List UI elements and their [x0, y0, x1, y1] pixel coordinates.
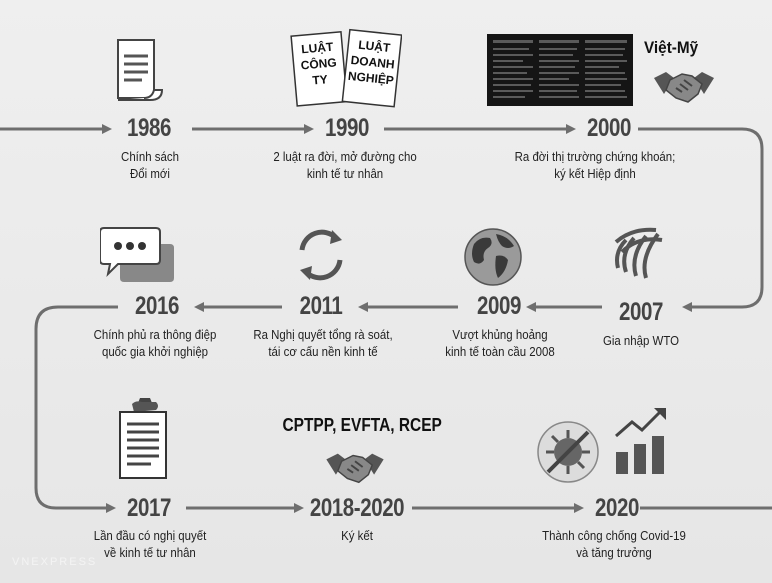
caption-line: kinh tế toàn cầu 2008 — [445, 344, 555, 359]
virus-icon — [537, 421, 599, 483]
law-label: LUẬT — [358, 37, 392, 55]
year-1986: 1986 — [127, 114, 171, 142]
year-2000: 2000 — [587, 114, 631, 142]
growth-chart-icon — [615, 408, 666, 474]
caption-1986: Chính sách Đổi mới — [88, 148, 211, 182]
year-2009: 2009 — [477, 292, 521, 320]
caption-line: và tăng trưởng — [576, 545, 652, 560]
caption-line: Thành công chống Covid-19 — [542, 528, 686, 543]
trade-deals-label: CPTPP, EVFTA, RCEP — [282, 415, 442, 435]
year-2020: 2020 — [595, 494, 639, 522]
caption-2011: Ra Nghị quyết tổng rà soát, tái cơ cấu n… — [239, 326, 406, 360]
law-books-icon: LUẬT CÔNG TY LUẬT DOANH NGHIỆP — [290, 28, 402, 108]
caption-1990: 2 luật ra đời, mở đường cho kinh tế tư n… — [257, 148, 433, 182]
stock-board-icon — [487, 34, 633, 106]
caption-line: Đổi mới — [130, 166, 170, 181]
caption-line: về kinh tế tư nhân — [104, 545, 196, 560]
caption-line: Ra đời thị trường chứng khoán; — [514, 149, 676, 164]
document-icon — [117, 39, 164, 101]
caption-2007: Gia nhập WTO — [584, 332, 698, 349]
year-2016: 2016 — [135, 292, 179, 320]
handshake-icon — [654, 72, 714, 103]
caption-line: Ký kết — [341, 528, 373, 543]
caption-line: Chính sách — [121, 149, 179, 164]
viet-my-label: Việt-Mỹ — [644, 38, 699, 57]
law-label: DOANH — [350, 53, 395, 72]
resolution-paper-icon — [119, 398, 167, 479]
caption-line: ký kết Hiệp định — [554, 166, 636, 181]
caption-line: Vượt khủng hoảng — [452, 327, 548, 342]
caption-line: 2 luật ra đời, mở đường cho — [273, 149, 417, 164]
caption-2018-2020: Ký kết — [307, 527, 407, 544]
caption-line: kinh tế tư nhân — [306, 166, 384, 181]
year-2017: 2017 — [127, 494, 171, 522]
year-2018-2020: 2018-2020 — [309, 494, 405, 522]
caption-2020: Thành công chống Covid-19 và tăng trưởng — [526, 527, 702, 561]
caption-line: Ra Nghị quyết tổng rà soát, — [253, 327, 393, 342]
law-label: NGHIỆP — [347, 68, 394, 88]
globe-icon — [464, 228, 522, 286]
watermark: VNEXPRESS — [12, 556, 98, 568]
wto-logo-icon — [614, 227, 663, 279]
law-label: CÔNG — [300, 54, 337, 72]
year-2007: 2007 — [619, 298, 663, 326]
caption-2017: Lần đầu có nghị quyết về kinh tế tư nhân — [71, 527, 229, 561]
caption-2016: Chính phủ ra thông điệp quốc gia khởi ng… — [71, 326, 238, 360]
caption-line: Lần đầu có nghị quyết — [93, 528, 207, 543]
caption-line: Chính phủ ra thông điệp — [93, 327, 217, 342]
caption-line: Gia nhập WTO — [602, 333, 680, 348]
refresh-cycle-icon — [299, 229, 343, 281]
law-label: LUẬT — [301, 39, 335, 57]
caption-line: quốc gia khởi nghiệp — [101, 344, 209, 359]
caption-2000: Ra đời thị trường chứng khoán; ký kết Hi… — [503, 148, 688, 182]
handshake-icon — [326, 453, 384, 484]
law-label: TY — [312, 72, 329, 87]
arrow-to-2007 — [638, 127, 764, 312]
caption-2009: Vượt khủng hoảng kinh tế toàn cầu 2008 — [421, 326, 579, 360]
year-2011: 2011 — [299, 292, 343, 320]
caption-line: tái cơ cấu nền kinh tế — [268, 344, 378, 359]
chat-bubble-icon — [100, 227, 174, 282]
arrow-to-2017 — [34, 305, 118, 513]
year-1990: 1990 — [325, 114, 369, 142]
